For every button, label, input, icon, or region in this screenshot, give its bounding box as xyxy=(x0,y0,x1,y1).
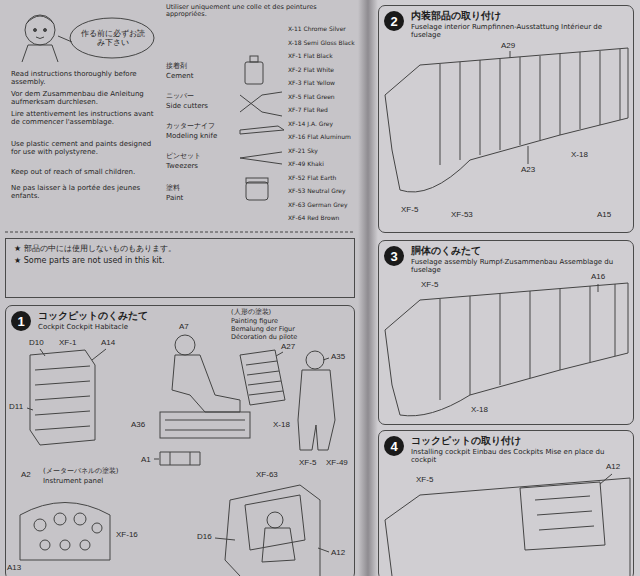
left-page xyxy=(0,0,360,576)
part-number: A35 xyxy=(330,352,346,361)
paint-code: X-11 Chrome Silver xyxy=(287,26,347,33)
instruction-text: Vor dem Zusammenbau die Anleitung aufmer… xyxy=(10,90,162,106)
step-title: コックピットのくみたて xyxy=(38,310,348,323)
tool-name: ピンセット xyxy=(165,152,202,160)
bubble-text: 作る前に必ずお読み下さい xyxy=(78,30,148,47)
part-number: D11 xyxy=(8,402,24,411)
part-number: A16 xyxy=(590,272,606,281)
step-number: 2 xyxy=(384,11,404,31)
instruction-text: Keep out of reach of small children. xyxy=(10,168,136,176)
step-number: 4 xyxy=(384,436,404,456)
paint-code: XF-3 Flat Yellow xyxy=(287,80,336,87)
instruction-text: Use plastic cement and paints designed f… xyxy=(10,140,162,156)
paint-code: XF-64 Red Brown xyxy=(287,215,340,222)
part-number: A36 xyxy=(130,420,146,429)
tool-name: Paint xyxy=(165,194,184,202)
part-number: A13 xyxy=(6,563,22,572)
paint-callout: XF-63 xyxy=(255,470,279,479)
paint-code: XF-52 Flat Earth xyxy=(287,175,337,182)
part-number: A23 xyxy=(520,165,536,174)
step-panel: 胴体のくみたてFuselage assembly Rumpf-Zusammenb… xyxy=(378,240,634,425)
step-title: 胴体のくみたて xyxy=(411,245,627,258)
step-number: 1 xyxy=(11,311,31,331)
paint-callout: XF-1 xyxy=(58,338,77,347)
figure-heading: Bemalung der Figur xyxy=(230,326,296,333)
paint-code: XF-49 Khaki xyxy=(287,161,325,168)
part-number: A12 xyxy=(330,548,346,557)
part-number: A29 xyxy=(500,41,516,50)
step-panel: 内装部品の取り付けFuselage interior Rumpfinnen-Au… xyxy=(378,5,634,233)
paint-callout: XF-49 xyxy=(325,458,349,467)
part-number: A1 xyxy=(140,455,152,464)
tool-name: Modeling knife xyxy=(165,132,218,140)
step-number-text: 2 xyxy=(390,14,397,29)
step-title: コックピットの取り付け xyxy=(411,435,627,448)
tool-name: Side cutters xyxy=(165,102,209,110)
step-number-text: 1 xyxy=(17,314,24,329)
paint-callout: XF-53 xyxy=(450,210,474,219)
right-page xyxy=(376,0,640,576)
part-number: A7 xyxy=(178,322,190,331)
instruction-text: Lire attentivement les instructions avan… xyxy=(10,110,162,126)
note-box: ★ 部品の中には使用しないものもあります。★ Some parts are no… xyxy=(5,238,355,298)
part-number: D10 xyxy=(28,338,45,347)
step-number-text: 3 xyxy=(390,249,397,264)
tool-name: Tweezers xyxy=(165,162,199,170)
part-number: D16 xyxy=(196,532,213,541)
step-title: 内装部品の取り付け xyxy=(411,10,627,23)
figure-heading: Painting figure xyxy=(230,318,279,325)
paint-callout: XF-5 xyxy=(420,280,439,289)
paint-code: XF-63 German Grey xyxy=(287,202,348,209)
part-number: A12 xyxy=(605,462,621,471)
step-subtitle: ★ Some parts are not used in this kit. xyxy=(14,255,346,267)
part-number: A14 xyxy=(100,338,116,347)
tool-name: Cement xyxy=(165,72,195,80)
step-subtitle: Installing cockpit Einbau des Cockpits M… xyxy=(411,448,627,466)
paint-callout: XF-5 xyxy=(400,205,419,214)
paint-code: XF-7 Flat Red xyxy=(287,107,329,114)
instruction-text: Utiliser uniquement une colle et des pei… xyxy=(165,4,357,19)
paint-code: XF-14 J.A. Grey xyxy=(287,121,334,128)
figure-heading: Décoration du pilote xyxy=(230,334,298,341)
step-number: 3 xyxy=(384,246,404,266)
paint-callout: XF-16 xyxy=(115,530,139,539)
page-fold xyxy=(358,0,378,576)
instruction-text: Read instructions thoroughly before asse… xyxy=(10,70,162,86)
figure-heading: (人形の塗装) xyxy=(230,309,272,316)
paint-code: XF-1 Flat Black xyxy=(287,53,334,60)
paint-code: XF-5 Flat Green xyxy=(287,94,336,101)
step-subtitle: Fuselage interior Rumpfinnen-Ausstattung… xyxy=(411,23,627,41)
instruction-text: Ne pas laisser à la portée des jeunes en… xyxy=(10,184,162,200)
step-subtitle: Cockpit Cockpit Habitacle xyxy=(38,323,348,332)
step-title: ★ 部品の中には使用しないものもあります。 xyxy=(14,243,346,255)
line-art xyxy=(5,15,630,576)
paint-callout: XF-5 xyxy=(415,475,434,484)
paint-callout: XF-5 xyxy=(298,458,317,467)
panel-heading: (メーターパネルの塗装) xyxy=(42,467,119,475)
paint-code: XF-53 Neutral Grey xyxy=(287,188,347,195)
tool-name: 接着剤 xyxy=(165,62,188,70)
tool-name: カッターナイフ xyxy=(165,122,216,130)
paint-code: XF-16 Flat Aluminum xyxy=(287,134,352,141)
step-number-text: 4 xyxy=(390,439,397,454)
tool-name: 塗料 xyxy=(165,184,181,192)
part-number: A15 xyxy=(596,210,612,219)
step-panel: コックピットの取り付けInstalling cockpit Einbau des… xyxy=(378,430,634,576)
paint-code: XF-21 Sky xyxy=(287,148,319,155)
part-number: A27 xyxy=(280,342,296,351)
paint-callout: X-18 xyxy=(470,405,489,414)
paint-callout: X-18 xyxy=(570,150,589,159)
panel-heading: Instrument panel xyxy=(42,477,104,485)
tool-name: ニッパー xyxy=(165,92,195,100)
paint-code: X-18 Semi Gloss Black xyxy=(287,40,356,47)
part-number: A2 xyxy=(20,470,32,479)
paint-code: XF-2 Flat White xyxy=(287,67,335,74)
paint-callout: X-18 xyxy=(272,420,291,429)
